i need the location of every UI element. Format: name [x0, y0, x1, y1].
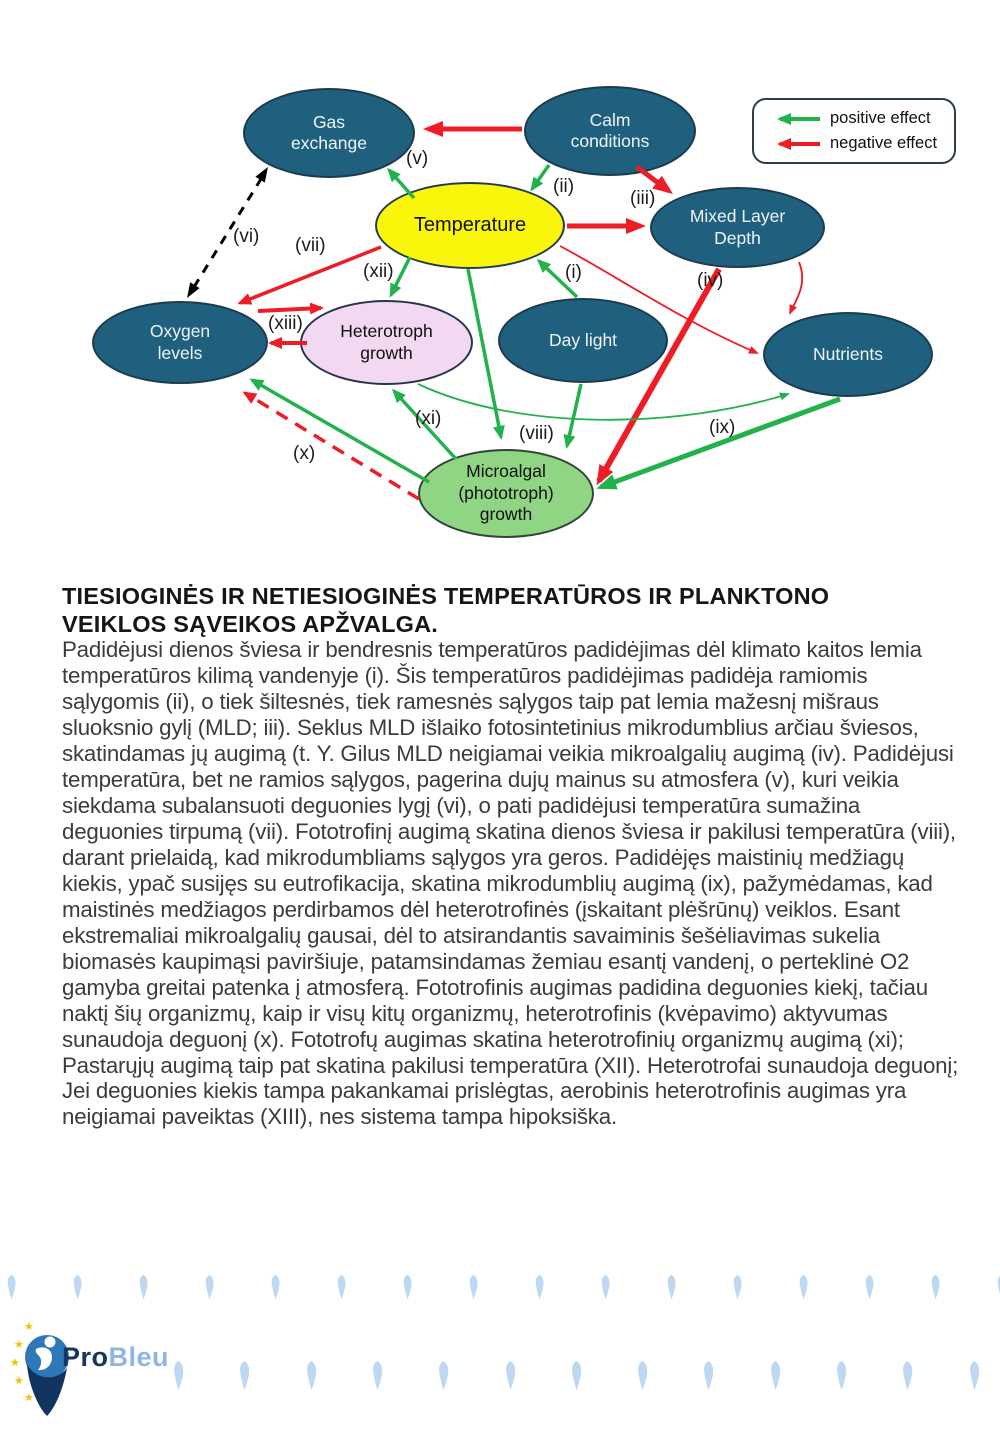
water-drop-icon: [864, 1274, 875, 1305]
positive-arrow-icon: [777, 112, 820, 125]
edge-label-iii: (iii): [630, 188, 656, 209]
diagram-arrows: [187, 121, 841, 501]
arrow-daylight-to-microalgal-positive-viii: [563, 383, 583, 449]
arrow-heterotroph-to-nutrients-positive-curve: [417, 383, 790, 421]
edge-label-ii: (ii): [553, 176, 575, 197]
edge-label-xii: (xii): [363, 261, 394, 282]
legend-row-positive: positive effect: [764, 109, 944, 128]
node-calm-conditions: Calm conditions: [524, 86, 696, 176]
water-drop-icon: [666, 1274, 677, 1305]
water-drop-icon: [437, 1360, 450, 1396]
eu-star-icon: ★: [24, 1321, 34, 1333]
water-drop-icon: [968, 1360, 981, 1396]
water-drop-icon: [600, 1274, 611, 1305]
arrow-temp-to-nutrients-negative-curve: [559, 245, 759, 354]
water-drop-icon: [305, 1360, 318, 1396]
eu-star-icon: ★: [14, 1339, 24, 1351]
logo-text-pro: Pro: [62, 1342, 109, 1372]
water-drop-icon: [204, 1274, 215, 1305]
water-drop-icon: [769, 1360, 782, 1396]
arrowhead-balance-top: [255, 167, 268, 183]
water-drop-icon: [930, 1274, 941, 1305]
edge-label-xiii: (xiii): [268, 313, 303, 334]
edge-label-xi: (xi): [415, 408, 442, 429]
edge-label-vii: (vii): [295, 235, 326, 256]
arrow-calm-to-mld-negative-iii: [635, 165, 673, 194]
eu-star-icon: ★: [10, 1357, 20, 1369]
arrow-microalgal-to-oxygen-positive: [249, 378, 430, 484]
edge-label-i: (i): [565, 262, 582, 283]
water-drop-icon: [996, 1274, 1000, 1305]
node-temperature: Temperature: [375, 182, 565, 269]
water-drop-icon: [138, 1274, 149, 1305]
edge-label-vi: (vi): [233, 226, 260, 247]
arrow-microalgal-to-oxygen-negative-dashed-x: [242, 391, 420, 501]
water-drop-icon: [534, 1274, 545, 1305]
node-nutrients: Nutrients: [763, 312, 933, 397]
water-drop-icon: [835, 1360, 848, 1396]
article-body: Padidėjusi dienos šviesa ir bendresnis t…: [62, 637, 959, 1130]
edge-label-v: (v): [406, 148, 429, 169]
edge-label-iv: (iv): [697, 270, 724, 291]
legend-negative-label: negative effect: [830, 134, 938, 152]
logo-text-bleu: Bleu: [108, 1342, 170, 1372]
arrow-temp-to-microalgal-positive-viii: [466, 268, 505, 440]
arrow-calm-to-temp-positive-ii: [530, 163, 551, 192]
water-drop-icon: [6, 1274, 17, 1305]
node-gas-exchange: Gas exchange: [243, 88, 415, 178]
legend: positive effect negative effect: [752, 98, 956, 164]
water-drop-icon: [732, 1274, 743, 1305]
arrow-oxygen-gas-balance-vi: [192, 178, 263, 288]
arrow-nutrients-to-microalgal-positive-ix: [596, 396, 841, 490]
arrow-mld-to-nutrients-negative-curve: [789, 261, 804, 315]
arrow-daylight-to-temp-positive-i: [536, 258, 579, 299]
edge-label-ix: (ix): [709, 417, 736, 438]
node-mixed-layer-depth: Mixed Layer Depth: [650, 187, 825, 268]
eu-star-icon: ★: [24, 1392, 34, 1404]
water-drop-icon: [336, 1274, 347, 1305]
water-drop-icon: [270, 1274, 281, 1305]
node-day-light: Day light: [498, 298, 668, 383]
edge-label-x: (x): [293, 443, 316, 464]
arrow-temp-to-oxygen-negative-vii: [237, 245, 382, 305]
node-microalgal-growth: Microalgal (phototroph) growth: [418, 449, 594, 538]
water-drop-icon: [238, 1360, 251, 1396]
water-drop-icon: [702, 1360, 715, 1396]
water-drop-icon: [901, 1360, 914, 1396]
water-drop-icon: [172, 1360, 185, 1396]
water-drop-icon: [570, 1360, 583, 1396]
water-drop-icon: [468, 1274, 479, 1305]
arrow-temp-to-heterotroph-positive-xii: [389, 256, 412, 298]
water-drop-icon: [636, 1360, 649, 1396]
water-drop-icon: [504, 1360, 517, 1396]
probleu-logo-text: ProBleu: [62, 1342, 169, 1373]
arrow-mld-to-microalgal-negative-iv: [596, 267, 722, 486]
water-drop-icon: [72, 1274, 83, 1305]
water-drop-icon: [798, 1274, 809, 1305]
legend-row-negative: negative effect: [764, 134, 944, 153]
probleu-logo-mark: [25, 1335, 69, 1416]
arrowhead-balance-bottom: [187, 282, 200, 298]
article-heading: TIESIOGINĖS IR NETIESIOGINĖS TEMPERATŪRO…: [62, 583, 830, 638]
negative-arrow-icon: [777, 137, 820, 150]
water-drop-icon: [371, 1360, 384, 1396]
legend-positive-label: positive effect: [830, 109, 931, 127]
arrow-microalgal-to-heterotroph-positive-xi: [391, 388, 458, 461]
edge-label-viii: (viii): [519, 423, 554, 444]
node-oxygen-levels: Oxygen levels: [92, 301, 268, 384]
node-heterotroph-growth: Heterotroph growth: [300, 300, 473, 385]
arrow-oxygen-to-heterotroph-negative-xiii: [257, 302, 324, 315]
eu-star-icon: ★: [14, 1375, 24, 1387]
water-drop-icon: [402, 1274, 413, 1305]
arrow-temp-to-gas-positive-v: [387, 167, 416, 200]
